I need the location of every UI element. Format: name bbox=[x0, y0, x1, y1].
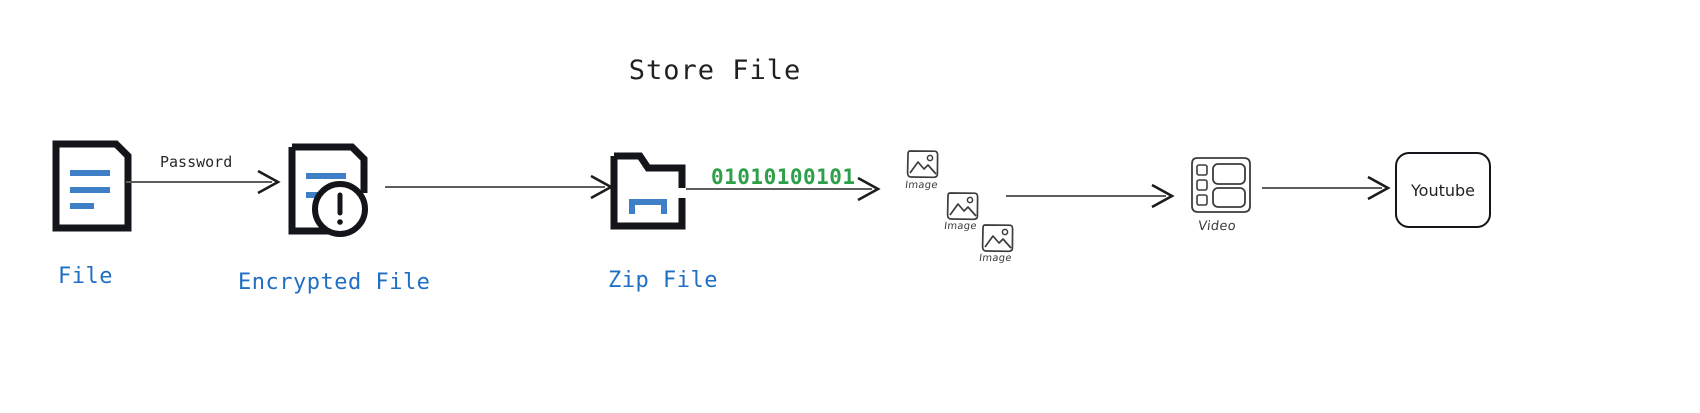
node-label-image-1: Image bbox=[904, 180, 939, 191]
image-icon bbox=[981, 224, 1014, 253]
node-video[interactable] bbox=[1190, 156, 1252, 214]
node-file[interactable] bbox=[52, 140, 132, 232]
image-icon bbox=[946, 192, 979, 221]
node-label-youtube: Youtube bbox=[1411, 180, 1475, 200]
folder-zip-icon bbox=[610, 152, 686, 230]
node-zip-file[interactable] bbox=[610, 152, 690, 230]
node-label-encrypted-file: Encrypted File bbox=[238, 270, 431, 295]
node-encrypted-file[interactable] bbox=[288, 143, 368, 237]
edge-video-youtube bbox=[1262, 174, 1397, 202]
document-icon bbox=[52, 140, 132, 232]
node-image-3[interactable] bbox=[980, 222, 1016, 254]
node-label-image-2: Image bbox=[943, 221, 978, 232]
edge-encrypted-zip bbox=[385, 173, 620, 201]
node-label-video: Video bbox=[1197, 219, 1237, 234]
rounded-box: Youtube bbox=[1395, 152, 1491, 228]
page-title: Store File bbox=[628, 55, 802, 86]
edge-label-binary: 01010100101 bbox=[711, 165, 856, 189]
edge-file-encrypted bbox=[126, 168, 286, 196]
node-label-file: File bbox=[58, 264, 113, 289]
film-strip-icon bbox=[1191, 157, 1251, 213]
node-image-1[interactable] bbox=[905, 148, 941, 180]
edge-label-password: Password bbox=[160, 153, 233, 171]
node-label-zip-file: Zip File bbox=[608, 268, 718, 293]
edge-zip-images bbox=[686, 175, 886, 203]
node-label-image-3: Image bbox=[978, 253, 1013, 264]
document-warning-icon bbox=[288, 143, 368, 237]
node-image-2[interactable] bbox=[945, 190, 981, 222]
image-icon bbox=[906, 150, 939, 179]
node-youtube[interactable]: Youtube bbox=[1395, 152, 1491, 228]
edge-images-video bbox=[1006, 182, 1181, 210]
